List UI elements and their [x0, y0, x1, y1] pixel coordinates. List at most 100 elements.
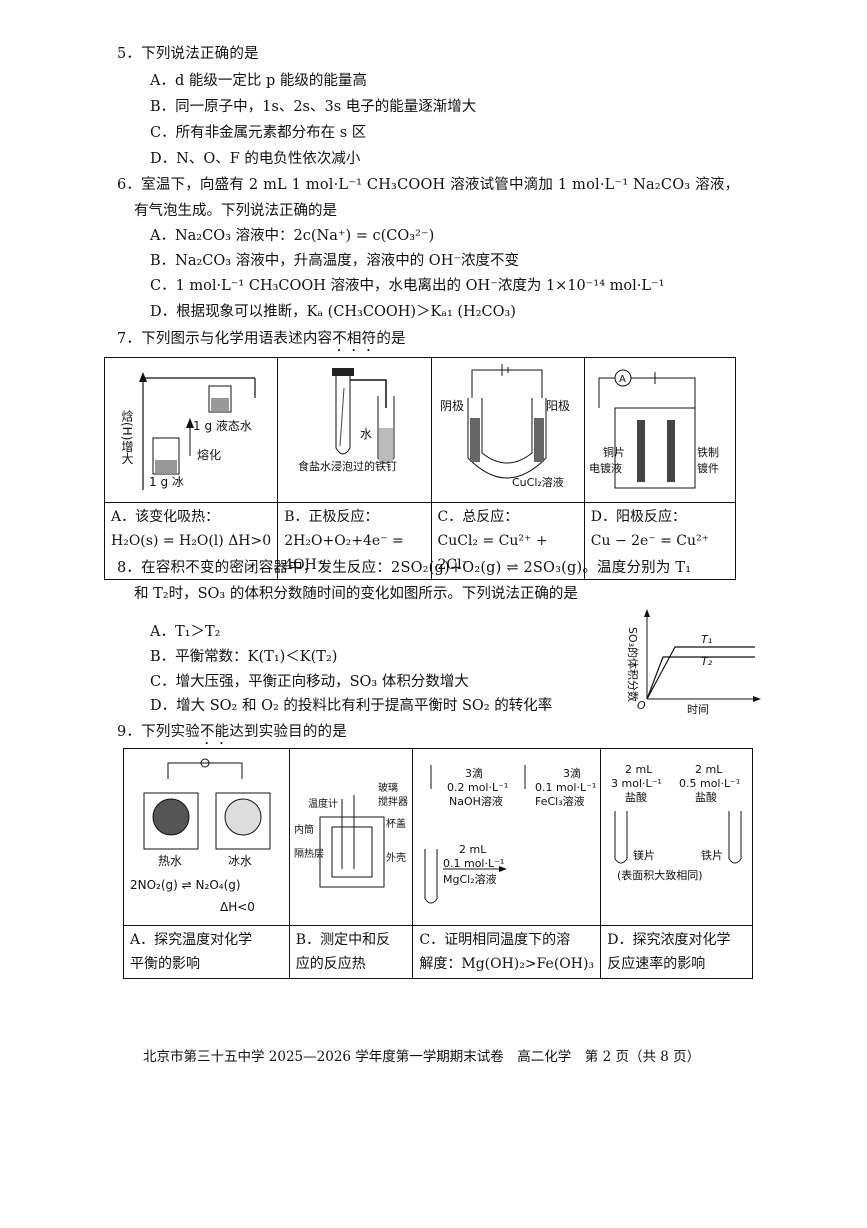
q9c-drop1-a: 3滴	[465, 766, 483, 780]
q9-stem-part1: 9．下列实验	[117, 724, 200, 740]
q9-stem-emphasis: 不能	[199, 724, 230, 740]
q9b-insul-label: 隔热层	[294, 847, 324, 860]
q7-caption-a-line2: H₂O(s) = H₂O(l) ΔH>0	[111, 533, 272, 549]
q9a-dh: ΔH<0	[220, 900, 255, 914]
q9d-right-vol: 2 mL	[695, 763, 723, 776]
q9d-right-conc: 0.5 mol·L⁻¹	[679, 777, 740, 790]
q7d-right-label: 铁制	[697, 446, 719, 459]
q5-option-d: D．N、O、F 的电负性依次减小	[150, 151, 361, 167]
q9c-base-c: MgCl₂溶液	[443, 872, 497, 886]
q7-caption-a-line1: A．该变化吸热：	[111, 509, 220, 525]
q9-figure-table: 热水 冰水 2NO₂(g) ⇌ N₂O₄(g) ΔH<0 温度计 玻璃 搅拌器 …	[123, 748, 753, 979]
q9a-hot-label: 热水	[158, 854, 182, 868]
q7c-solution-label: CuCl₂溶液	[512, 475, 564, 489]
q7b-nail-label: 食盐水浸泡过的铁钉	[298, 459, 397, 473]
q9d-right-acid: 盐酸	[695, 790, 717, 804]
q8-curve-t2	[646, 656, 755, 700]
q9-stem: 9．下列实验不能达到实验目的的是	[117, 720, 347, 748]
q9b-thermo-label: 温度计	[308, 797, 338, 810]
q6-option-d: D．根据现象可以推断，Kₐ (CH₃COOH)＞Kₐ₁ (H₂CO₃)	[150, 304, 516, 320]
q9b-outer-label: 外壳	[386, 851, 406, 864]
q9d-left-vol: 2 mL	[625, 763, 653, 776]
q7-caption-b-line1: B．正极反应：	[284, 509, 379, 525]
q8-option-c: C．增大压强，平衡正向移动，SO₃ 体积分数增大	[150, 674, 469, 690]
q7-figure-table: 焓(H)增大 1 g 液态水 1 g 冰 熔化 水 食盐水浸泡过的铁钉 阴极 阳…	[103, 357, 737, 580]
q7-caption-c-line2: CuCl₂ = Cu²⁺ + 2Cl⁻	[437, 533, 548, 573]
q5-option-b: B．同一原子中，1s、2s、3s 电子的能量逐渐增大	[150, 99, 477, 115]
q9-caption-a: A．探究温度对化学平衡的影响	[123, 925, 290, 979]
q7-figure-a: 焓(H)增大 1 g 液态水 1 g 冰 熔化	[103, 357, 279, 503]
q9d-left-acid: 盐酸	[625, 790, 647, 804]
q9-caption-b-line2: 应的反应热	[295, 956, 366, 972]
q8-curve-t1	[646, 646, 755, 700]
q9b-lid-label: 杯盖	[386, 817, 406, 830]
q7a-top-label: 1 g 液态水	[193, 418, 252, 433]
q5-option-c: C．所有非金属元素都分布在 s 区	[150, 125, 367, 141]
q9a-cold-label: 冰水	[228, 854, 252, 868]
q9c-drop1-b: 0.2 mol·L⁻¹	[447, 781, 508, 794]
q9d-fe-label: 铁片	[701, 849, 723, 862]
q9-caption-c-line2: 解度：Mg(OH)₂>Fe(OH)₃	[419, 956, 595, 972]
q7-caption-b: B．正极反应： 2H₂O+O₂+4e⁻ = 4OH⁻	[277, 502, 432, 580]
q7-caption-c-line1: C．总反应：	[437, 509, 519, 525]
q9c-base-a: 2 mL	[459, 843, 487, 856]
q9-figure-a: 热水 冰水 2NO₂(g) ⇌ N₂O₄(g) ΔH<0	[123, 748, 290, 926]
q8-chart-ylabel: SO₃的体积分数	[626, 627, 640, 702]
q7-figure-b: 水 食盐水浸泡过的铁钉	[277, 357, 432, 503]
q9d-mg-label: 镁片	[633, 848, 655, 862]
q6-option-c: C．1 mol·L⁻¹ CH₃COOH 溶液中，水电离出的 OH⁻浓度为 1×1…	[150, 278, 665, 294]
q9-caption-d-line1: D．探究浓度对化学	[607, 932, 731, 948]
q7-caption-c: C．总反应： CuCl₂ = Cu²⁺ + 2Cl⁻	[430, 502, 585, 580]
q8-label-t2: T₂	[701, 655, 713, 668]
q7-caption-d: D．阳极反应： Cu − 2e⁻ = Cu²⁺	[583, 502, 737, 580]
q7-stem: 7．下列图示与化学用语表述内容不相符的是	[117, 327, 406, 355]
q5-option-a: A．d 能级一定比 p 能级的能量高	[150, 73, 367, 89]
q9-figure-b: 温度计 玻璃 搅拌器 杯盖 内筒 隔热层 外壳	[288, 748, 414, 926]
q7a-bottom-label: 1 g 冰	[149, 475, 184, 489]
q9c-base-b: 0.1 mol·L⁻¹	[443, 857, 504, 870]
q6-option-a: A．Na₂CO₃ 溶液中：2c(Na⁺) = c(CO₃²⁻)	[150, 228, 435, 244]
q7c-cathode-label: 阴极	[440, 399, 464, 413]
q7-figure-c: 阴极 阳极 CuCl₂溶液	[430, 357, 585, 503]
q9-caption-c: C．证明相同温度下的溶解度：Mg(OH)₂>Fe(OH)₃	[412, 925, 602, 979]
q9-caption-c-line1: C．证明相同温度下的溶	[419, 932, 571, 948]
q7-stem-part1: 7．下列图示与化学用语表述内容	[117, 331, 333, 347]
q6-stem-line1: 6．室温下，向盛有 2 mL 1 mol·L⁻¹ CH₃COOH 溶液试管中滴加…	[117, 177, 740, 193]
q5-stem: 5．下列说法正确的是	[117, 46, 259, 62]
q8-option-a: A．T₁＞T₂	[150, 624, 221, 640]
q7d-meter-label: A	[619, 374, 626, 385]
q7a-arrow-label: 熔化	[197, 447, 221, 462]
q7-figure-d: A 铜片 电镀液 铁制 镀件	[583, 357, 737, 503]
q7d-left-label2: 电镀液	[589, 461, 622, 475]
q6-option-b: B．Na₂CO₃ 溶液中，升高温度，溶液中的 OH⁻浓度不变	[150, 253, 519, 269]
q7b-water-label: 水	[360, 427, 372, 441]
q9-caption-a-line1: A．探究温度对化学	[130, 932, 253, 948]
q9d-left-conc: 3 mol·L⁻¹	[611, 777, 662, 790]
q9c-drop2-a: 3滴	[563, 766, 581, 780]
q7-caption-d-line2: Cu − 2e⁻ = Cu²⁺	[590, 533, 710, 549]
q9-caption-d-line2: 反应速率的影响	[607, 956, 706, 972]
q9-caption-a-line2: 平衡的影响	[130, 956, 200, 972]
q8-chart-xlabel: 时间	[687, 703, 709, 716]
q7d-right-label2: 镀件	[697, 461, 719, 475]
q8-label-t1: T₁	[701, 633, 712, 646]
q8-origin: O	[637, 699, 646, 712]
q9-stem-part3: 达到实验目的的是	[229, 724, 347, 740]
q7-caption-a: A．该变化吸热： H₂O(s) = H₂O(l) ΔH>0	[103, 502, 279, 580]
q8-stem-line2: 和 T₂时，SO₃ 的体积分数随时间的变化如图所示。下列说法正确的是	[134, 586, 578, 602]
q7-stem-part3: 的是	[376, 331, 406, 347]
q9b-stirrer-label2: 搅拌器	[378, 795, 408, 808]
q7-caption-d-line1: D．阳极反应：	[590, 509, 686, 525]
q9d-note: (表面积大致相同)	[617, 868, 703, 882]
q8-stem-line1: 8．在容积不变的密闭容器中，发生反应：2SO₂(g)+O₂(g) ⇌ 2SO₃(…	[117, 560, 692, 576]
q9a-equation: 2NO₂(g) ⇌ N₂O₄(g)	[130, 878, 241, 892]
q9-figure-d: 2 mL 3 mol·L⁻¹ 盐酸 2 mL 0.5 mol·L⁻¹ 盐酸 镁片…	[600, 748, 753, 926]
q9c-drop2-b: 0.1 mol·L⁻¹	[535, 781, 596, 794]
q7-caption-b-line2: 2H₂O+O₂+4e⁻ = 4OH⁻	[284, 533, 404, 573]
q7a-ylabel: 焓(H)增大	[120, 409, 134, 465]
q7d-left-label: 铜片	[603, 445, 625, 459]
q9-caption-d: D．探究浓度对化学反应速率的影响	[600, 925, 753, 979]
q9-figure-c: 3滴 0.2 mol·L⁻¹ NaOH溶液 3滴 0.1 mol·L⁻¹ FeC…	[412, 748, 602, 926]
q9b-inner-label: 内筒	[294, 823, 314, 836]
q7-stem-emphasis: 不相符	[332, 331, 377, 347]
